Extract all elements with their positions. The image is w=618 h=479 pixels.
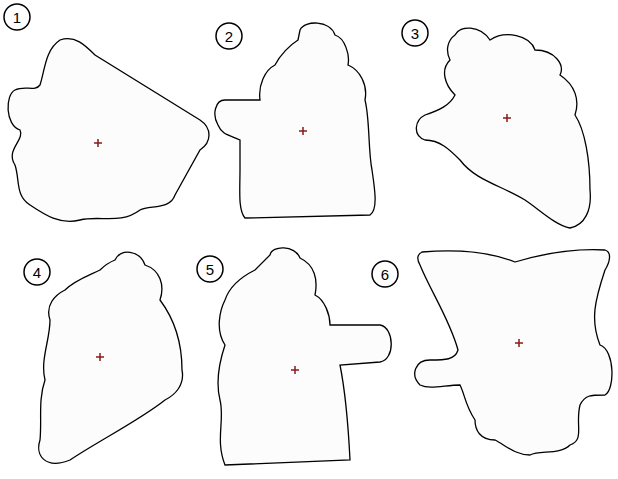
circle-outline [24,259,50,285]
number-circle: 4 [23,258,51,286]
centroid-mark [515,339,523,347]
centroid-mark [299,127,307,135]
circle-outline [197,256,223,282]
callout-number: 3 [401,26,429,41]
circle-outline [402,20,428,46]
callout-number: 5 [196,262,224,277]
number-circle: 6 [371,260,399,288]
number-circle: 1 [3,3,31,31]
blob-shape [415,250,612,455]
circle-outline [216,23,242,49]
blob-shape [215,23,375,218]
blob-shape [218,248,391,465]
circle-outline [4,4,30,30]
circle-outline [372,261,398,287]
number-circle: 5 [196,255,224,283]
centroid-mark [503,114,511,122]
blob-shape [39,252,183,463]
callout-number: 4 [23,265,51,280]
blob-shape [416,28,590,228]
callout-number: 6 [371,267,399,282]
callout-number: 1 [3,10,31,25]
centroid-mark [96,353,104,361]
number-circle: 2 [215,22,243,50]
number-circle: 3 [401,19,429,47]
callout-number: 2 [215,29,243,44]
centroid-mark [291,366,299,374]
blob-shape [8,39,209,222]
centroid-mark [94,139,102,147]
